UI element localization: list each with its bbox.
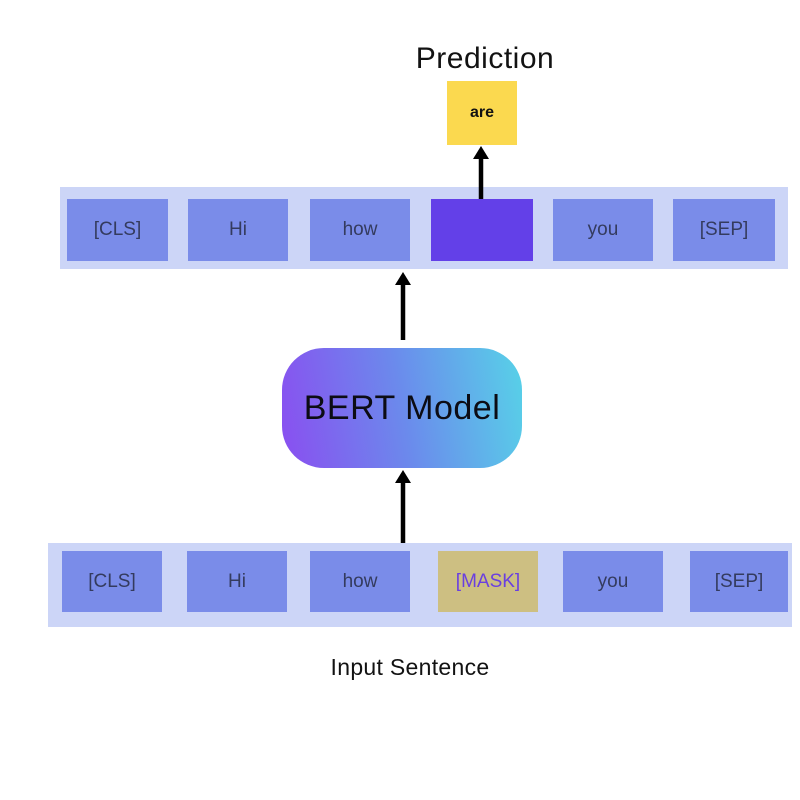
input-token-mask: [MASK] (438, 551, 538, 612)
output-token-how: how (310, 199, 410, 261)
arrow-up-output-to-prediction-icon (473, 146, 489, 199)
output-token-sep: [SEP] (673, 199, 775, 261)
input-sentence-caption: Input Sentence (330, 654, 490, 680)
output-token-cls: [CLS] (67, 199, 168, 261)
arrow-up-input-to-model-icon (395, 470, 411, 543)
input-token-hi: Hi (187, 551, 287, 612)
input-token-row: [CLS] Hi how [MASK] you [SEP] (48, 543, 792, 627)
prediction-result-label: are (469, 104, 495, 121)
arrow-up-model-to-output-icon (395, 272, 411, 340)
output-token-you: you (553, 199, 653, 261)
prediction-title: Prediction (415, 42, 555, 75)
output-token-predicted (431, 199, 533, 261)
input-token-you: you (563, 551, 663, 612)
bert-model-box: BERT Model (282, 348, 522, 468)
output-token-hi: Hi (188, 199, 288, 261)
input-token-cls: [CLS] (62, 551, 162, 612)
input-token-how: how (310, 551, 410, 612)
bert-model-label: BERT Model (303, 388, 501, 427)
prediction-result-box: are (447, 81, 517, 145)
output-token-row: [CLS] Hi how you [SEP] (60, 187, 788, 269)
input-token-sep: [SEP] (690, 551, 788, 612)
